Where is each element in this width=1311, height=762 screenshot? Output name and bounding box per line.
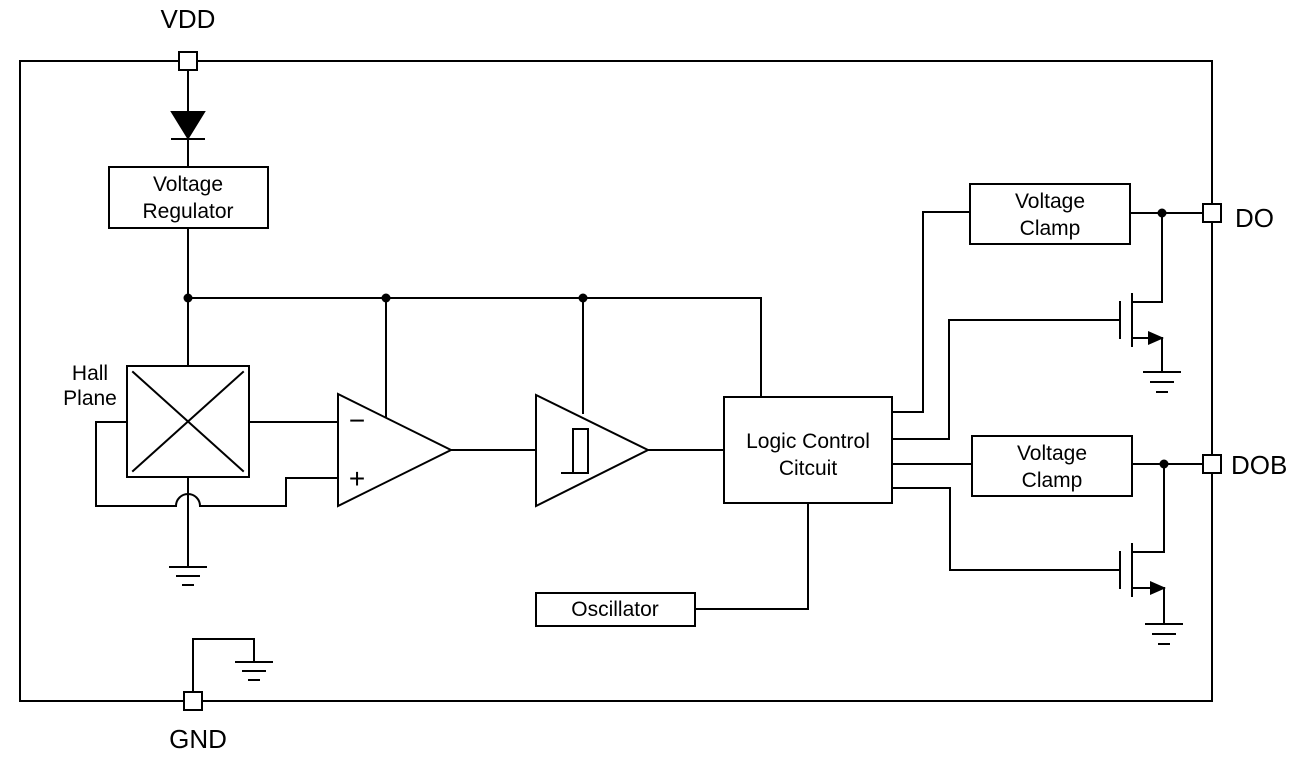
plus-sign: + bbox=[349, 463, 365, 494]
voltage-clamp-dob-block: Voltage Clamp bbox=[971, 435, 1133, 497]
schmitt-trigger bbox=[535, 393, 651, 508]
voltage-clamp-do-label-line1: Voltage bbox=[1015, 190, 1085, 213]
hall-plane-element bbox=[126, 365, 250, 478]
hall-plane-label-line2: Plane bbox=[63, 387, 117, 410]
junction-dot bbox=[183, 293, 193, 303]
ground-icon bbox=[235, 661, 273, 681]
package-outline bbox=[19, 60, 1213, 702]
voltage-clamp-dob-label-line2: Clamp bbox=[1022, 469, 1083, 492]
voltage-clamp-dob-label-line1: Voltage bbox=[1017, 442, 1087, 465]
logic-control-label-line1: Logic Control bbox=[746, 430, 870, 453]
logic-control-circuit-block: Logic Control Citcuit bbox=[723, 396, 893, 504]
minus-sign: − bbox=[349, 405, 365, 436]
oscillator-block: Oscillator bbox=[535, 592, 696, 627]
nmos-transistor-dob bbox=[891, 463, 1166, 623]
logic-control-label-line2: Citcuit bbox=[779, 457, 838, 480]
diode-icon bbox=[170, 111, 206, 140]
voltage-regulator-block: Voltage Regulator bbox=[108, 166, 269, 229]
hysteresis-icon bbox=[561, 428, 589, 474]
vdd-pin bbox=[178, 51, 198, 71]
voltage-clamp-do-label-line2: Clamp bbox=[1020, 217, 1081, 240]
gnd-pin bbox=[183, 691, 203, 711]
do-pin bbox=[1202, 203, 1222, 223]
hall-plane-label-line1: Hall bbox=[72, 362, 108, 385]
vdd-pin-label: VDD bbox=[161, 4, 216, 34]
do-pin-label: DO bbox=[1235, 203, 1274, 233]
dob-pin-label: DOB bbox=[1231, 450, 1287, 480]
ground-icon bbox=[1143, 371, 1181, 393]
ground-icon bbox=[169, 566, 207, 586]
junction-dot bbox=[381, 293, 391, 303]
nmos-transistor-do bbox=[891, 212, 1164, 440]
comparator-amplifier: − + bbox=[337, 392, 454, 508]
junction-dot bbox=[578, 293, 588, 303]
ground-icon bbox=[1145, 623, 1183, 645]
dob-pin bbox=[1202, 454, 1222, 474]
gnd-pin-label: GND bbox=[169, 724, 227, 754]
oscillator-label: Oscillator bbox=[571, 598, 659, 621]
voltage-regulator-label-line1: Voltage bbox=[153, 173, 223, 196]
voltage-clamp-do-block: Voltage Clamp bbox=[969, 183, 1131, 245]
voltage-regulator-label-line2: Regulator bbox=[142, 200, 233, 223]
